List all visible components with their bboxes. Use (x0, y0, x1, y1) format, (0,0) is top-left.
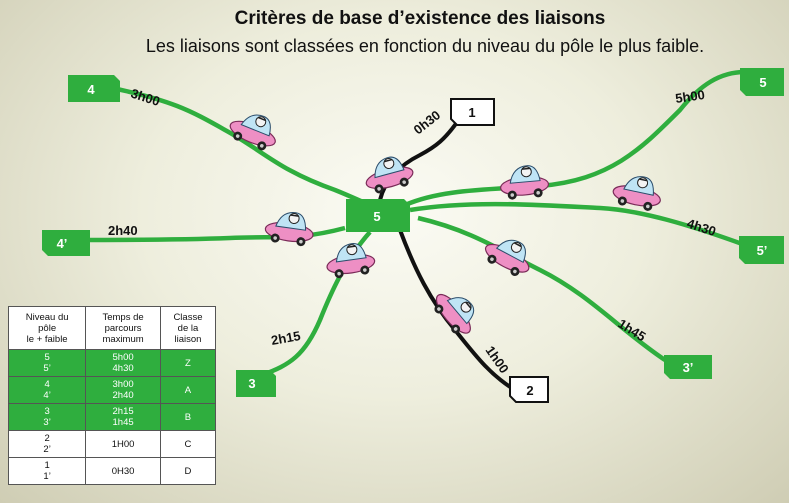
car-icon (498, 163, 551, 202)
row-class: D (159, 457, 217, 485)
node-4: 4 (68, 75, 120, 102)
row-class: C (159, 430, 217, 458)
row-class: B (159, 403, 217, 431)
node-4-prime: 4’ (42, 230, 90, 256)
car-icon (360, 151, 417, 197)
row-class: A (159, 376, 217, 404)
row-level: 3 3’ (7, 403, 87, 431)
link-to-5p (409, 201, 746, 248)
row-time: 2h15 1h45 (85, 403, 161, 431)
car-icon (262, 208, 317, 249)
duration-to-3: 2h15 (270, 328, 302, 348)
node-5-prime: 5’ (739, 236, 784, 264)
duration-to-5: 5h00 (674, 87, 705, 106)
node-3-prime: 3’ (664, 355, 712, 379)
row-level: 5 5’ (7, 349, 87, 377)
page-title: Critères de base d’existence des liaison… (234, 8, 606, 29)
car-icon (479, 228, 539, 282)
link-to-5 (404, 69, 746, 208)
header-level: Niveau du pôle le + faible (7, 306, 87, 350)
car-icon (323, 240, 378, 281)
duration-to-1: 0h30 (411, 107, 444, 137)
header-time: Temps de parcours maximum (85, 306, 161, 350)
duration-to-5p: 4h30 (685, 216, 718, 239)
node-3: 3 (236, 370, 276, 397)
svg-text:1: 1 (468, 105, 475, 120)
classification-table: Niveau du pôle le + faible Temps de parc… (7, 306, 217, 485)
row-class: Z (159, 349, 217, 377)
row-level: 1 1’ (7, 457, 87, 485)
svg-text:5: 5 (759, 75, 766, 90)
car-icon (427, 281, 485, 342)
svg-text:3’: 3’ (683, 360, 694, 375)
duration-to-3p: 1h45 (615, 316, 648, 344)
row-time: 3h00 2h40 (85, 376, 161, 404)
duration-to-4p: 2h40 (108, 223, 138, 238)
row-time: 1H00 (85, 430, 161, 458)
link-to-3p (417, 215, 667, 362)
page-subtitle: Les liaisons sont classées en fonction d… (145, 36, 705, 56)
node-5-right: 5 (740, 68, 784, 96)
node-2: 2 (509, 376, 549, 403)
row-time: 5h00 4h30 (85, 349, 161, 377)
svg-text:3: 3 (248, 376, 255, 391)
svg-text:5’: 5’ (757, 243, 768, 258)
duration-to-4: 3h00 (129, 86, 162, 109)
svg-text:5: 5 (373, 209, 380, 224)
svg-text:4’: 4’ (57, 236, 68, 251)
table-row: 4 4’ 3h00 2h40 A (7, 376, 217, 404)
node-1: 1 (450, 98, 495, 126)
svg-text:4: 4 (87, 82, 95, 97)
table-row: 3 3’ 2h15 1h45 B (7, 403, 217, 431)
svg-text:2: 2 (526, 383, 533, 398)
center-node: 5 (346, 199, 410, 232)
row-time: 0H30 (85, 457, 161, 485)
car-icon (609, 170, 666, 214)
table-row: 5 5’ 5h00 4h30 Z (7, 349, 217, 377)
row-level: 2 2’ (7, 430, 87, 458)
link-to-4 (111, 85, 371, 208)
duration-to-2: 1h00 (483, 343, 512, 376)
header-class: Classe de la liaison (159, 306, 217, 350)
table-row: 2 2’ 1H00 C (7, 430, 217, 458)
table-row: 1 1’ 0H30 D (7, 457, 217, 485)
row-level: 4 4’ (7, 376, 87, 404)
